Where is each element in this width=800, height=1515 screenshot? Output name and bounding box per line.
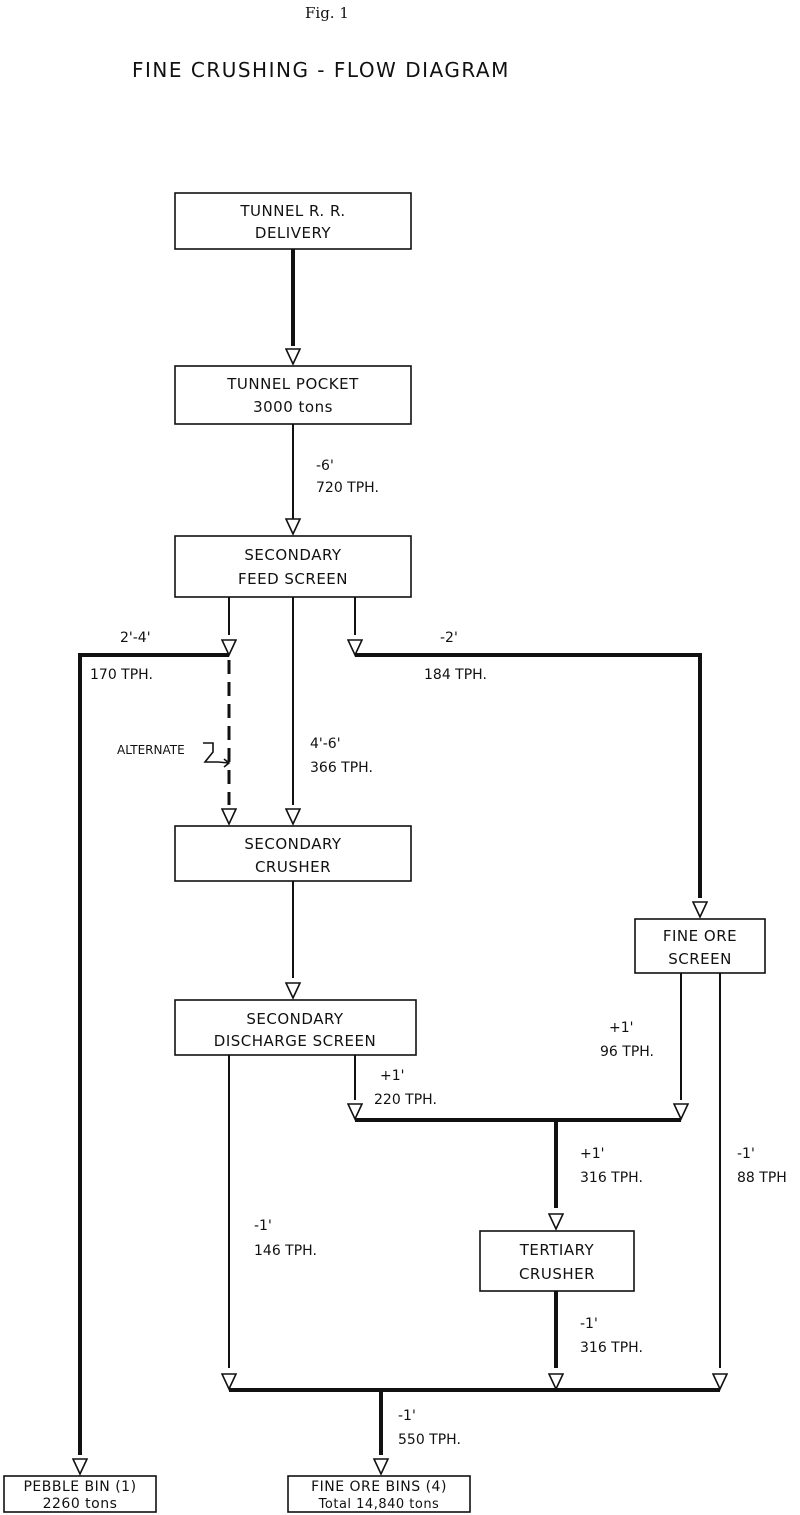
node-fine-ore-screen: FINE ORE SCREEN: [634, 918, 766, 974]
arrow-feed-right: [347, 639, 363, 656]
arrow-into-pocket: [285, 348, 301, 365]
flow-label-tertiary-out: -1' 316 TPH.: [580, 1316, 643, 1356]
svg-text:220 TPH.: 220 TPH.: [374, 1092, 437, 1108]
node-secondary-discharge-screen: SECONDARY DISCHARGE SCREEN: [174, 999, 417, 1056]
svg-text:550 TPH.: 550 TPH.: [398, 1432, 461, 1448]
svg-text:FINE ORE BINS (4): FINE ORE BINS (4): [311, 1479, 447, 1495]
node-tunnel-pocket: TUNNEL POCKET 3000 tons: [174, 365, 412, 425]
flow-label-to-fine-screen: -2' 184 TPH.: [424, 630, 487, 683]
arrow-feed-left: [221, 639, 237, 656]
arrow-into-fine-ore-bins: [373, 1458, 389, 1475]
flow-label-disch-plus: +1' 220 TPH.: [374, 1068, 437, 1108]
svg-text:Total 14,840 tons: Total 14,840 tons: [318, 1497, 440, 1512]
svg-text:366 TPH.: 366 TPH.: [310, 760, 373, 776]
arrow-into-pebble-bin: [72, 1458, 88, 1475]
flow-label-pocket-to-feed: -6' 720 TPH.: [316, 458, 379, 496]
svg-text:146 TPH.: 146 TPH.: [254, 1243, 317, 1259]
arrow-into-discharge-screen: [285, 982, 301, 999]
svg-text:170 TPH.: 170 TPH.: [90, 667, 153, 683]
svg-text:PEBBLE BIN (1): PEBBLE BIN (1): [23, 1479, 136, 1495]
flow-to-fine-ore-screen: [355, 653, 702, 898]
svg-text:2'-4': 2'-4': [120, 630, 151, 646]
svg-text:+1': +1': [580, 1146, 605, 1162]
arrowheads: [72, 348, 728, 1475]
svg-text:DELIVERY: DELIVERY: [255, 224, 332, 242]
svg-text:FEED SCREEN: FEED SCREEN: [238, 570, 348, 588]
svg-text:FINE ORE: FINE ORE: [663, 927, 737, 945]
arrow-into-fine-ore-screen: [692, 901, 708, 918]
arrow-fine-minus: [712, 1373, 728, 1390]
svg-text:4'-6': 4'-6': [310, 736, 341, 752]
arrow-alternate-into-crusher: [221, 808, 237, 825]
alternate-pointer-icon: [203, 742, 231, 768]
svg-text:-1': -1': [580, 1316, 598, 1332]
svg-text:+1': +1': [380, 1068, 405, 1084]
svg-text:DISCHARGE SCREEN: DISCHARGE SCREEN: [214, 1032, 376, 1050]
svg-text:316 TPH.: 316 TPH.: [580, 1170, 643, 1186]
svg-text:SECONDARY: SECONDARY: [244, 546, 342, 564]
svg-text:3000 tons: 3000 tons: [253, 398, 333, 416]
arrow-disch-minus: [221, 1373, 237, 1390]
arrow-into-feed-screen: [285, 518, 301, 535]
svg-text:TERTIARY: TERTIARY: [519, 1241, 595, 1259]
diagram-title: FINE CRUSHING - FLOW DIAGRAM: [132, 58, 510, 82]
svg-text:-1': -1': [254, 1218, 272, 1234]
svg-text:+1': +1': [609, 1020, 634, 1036]
svg-text:TUNNEL R. R.: TUNNEL R. R.: [239, 202, 345, 220]
svg-text:CRUSHER: CRUSHER: [255, 858, 331, 876]
node-pebble-bin: PEBBLE BIN (1) 2260 tons: [3, 1475, 157, 1513]
svg-text:-2': -2': [440, 630, 458, 646]
svg-text:CRUSHER: CRUSHER: [519, 1265, 595, 1283]
flow-label-to-sec-crusher: 4'-6' 366 TPH.: [310, 736, 373, 776]
arrow-tertiary-out: [548, 1373, 564, 1390]
flow-lines: [78, 249, 721, 1455]
svg-text:184 TPH.: 184 TPH.: [424, 667, 487, 683]
svg-text:SCREEN: SCREEN: [668, 950, 732, 968]
figure-label: Fig. 1: [305, 4, 349, 22]
node-secondary-feed-screen: SECONDARY FEED SCREEN: [174, 535, 412, 598]
svg-text:720 TPH.: 720 TPH.: [316, 480, 379, 496]
svg-text:2260 tons: 2260 tons: [43, 1496, 118, 1512]
flow-label-disch-minus: -1' 146 TPH.: [254, 1218, 317, 1259]
svg-text:-6': -6': [316, 458, 334, 474]
flow-label-to-bins: -1' 550 TPH.: [398, 1408, 461, 1448]
node-tertiary-crusher: TERTIARY CRUSHER: [479, 1230, 635, 1292]
svg-text:SECONDARY: SECONDARY: [246, 1010, 344, 1028]
svg-text:TUNNEL POCKET: TUNNEL POCKET: [226, 375, 359, 393]
flow-to-pebble-bin: [78, 653, 229, 1455]
node-secondary-crusher: SECONDARY CRUSHER: [174, 825, 412, 882]
svg-text:316 TPH.: 316 TPH.: [580, 1340, 643, 1356]
flow-label-alternate: ALTERNATE: [117, 743, 185, 757]
flow-label-to-pebble: 2'-4' 170 TPH.: [90, 630, 153, 683]
node-fine-ore-bins: FINE ORE BINS (4) Total 14,840 tons: [287, 1475, 471, 1513]
flow-label-to-tertiary: +1' 316 TPH.: [580, 1146, 643, 1186]
svg-text:96 TPH.: 96 TPH.: [600, 1044, 654, 1060]
flow-label-fine-plus: +1' 96 TPH.: [600, 1020, 654, 1060]
svg-text:SECONDARY: SECONDARY: [244, 835, 342, 853]
svg-text:-1': -1': [398, 1408, 416, 1424]
arrow-into-tertiary: [548, 1213, 564, 1230]
node-tunnel-rr: TUNNEL R. R. DELIVERY: [174, 192, 412, 250]
svg-text:-1': -1': [737, 1146, 755, 1162]
arrow-fine-plus: [673, 1103, 689, 1120]
flow-label-fine-minus: -1' 88 TPH: [737, 1146, 787, 1186]
arrow-into-sec-crusher: [285, 808, 301, 825]
svg-text:88 TPH: 88 TPH: [737, 1170, 787, 1186]
arrow-disch-plus: [347, 1103, 363, 1120]
